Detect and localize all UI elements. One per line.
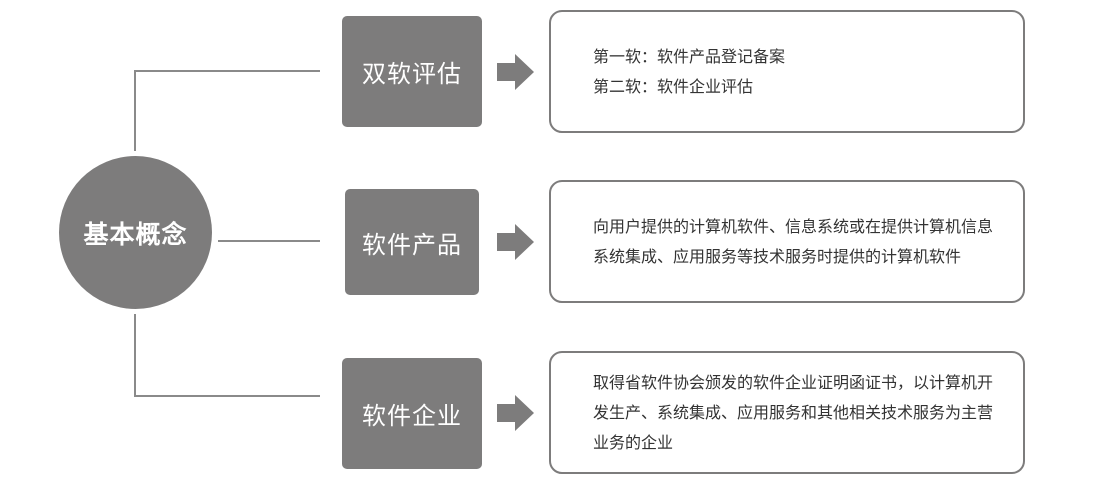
description-box-software-enterprise: 取得省软件协会颁发的软件企业证明函证书，以计算机开发生产、系统集成、应用服务和其… (549, 351, 1025, 474)
connector-top (134, 70, 320, 151)
description-box-software-product: 向用户提供的计算机软件、信息系统或在提供计算机信息系统集成、应用服务等技术服务时… (549, 180, 1025, 303)
root-node: 基本概念 (59, 156, 212, 309)
topic-label: 软件企业 (362, 402, 462, 430)
arrow-right-icon (497, 224, 534, 260)
arrow-right-icon (497, 395, 534, 431)
arrow-right-icon (497, 54, 534, 90)
topic-node-software-product: 软件产品 (345, 189, 479, 295)
description-line: 第二软：软件企业评估 (593, 76, 754, 96)
description-text: 向用户提供的计算机软件、信息系统或在提供计算机信息系统集成、应用服务等技术服务时… (593, 216, 994, 266)
topic-label: 双软评估 (362, 60, 462, 88)
description-text: 取得省软件协会颁发的软件企业证明函证书，以计算机开发生产、系统集成、应用服务和其… (593, 372, 994, 452)
topic-node-software-enterprise: 软件企业 (342, 358, 482, 469)
topic-label: 软件产品 (362, 230, 462, 259)
connector-bottom (134, 314, 320, 397)
description-line: 第一软：软件产品登记备案 (593, 46, 786, 66)
description-box-dual-software: 第一软：软件产品登记备案 第二软：软件企业评估 (549, 10, 1025, 133)
topic-node-dual-software: 双软评估 (342, 16, 482, 127)
root-label: 基本概念 (83, 219, 188, 249)
